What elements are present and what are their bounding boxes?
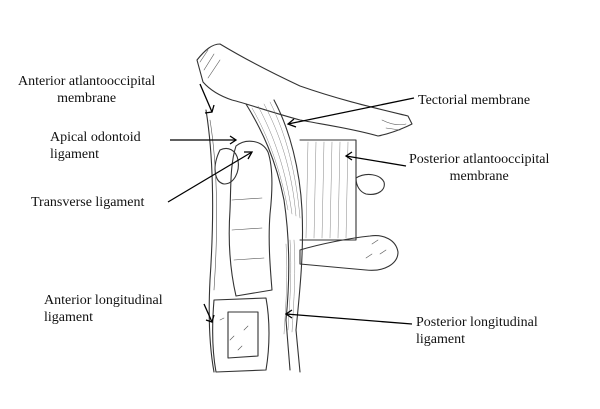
label-line: Apical odontoid — [50, 130, 141, 145]
label-line: Transverse ligament — [31, 195, 145, 210]
leader-lines — [167, 83, 415, 325]
occipital-bone — [196, 43, 413, 137]
label-line: Posterior atlantooccipital — [409, 152, 550, 167]
label-anterior-atlantooccipital: Anterior atlantooccipital membrane — [18, 73, 155, 107]
label-line: Tectorial membrane — [418, 93, 531, 108]
label-line: Posterior longitudinal — [416, 315, 538, 330]
vertebral-column — [205, 109, 273, 373]
label-line: Anterior longitudinal — [44, 293, 163, 308]
label-posterior-atlantooccipital: Posterior atlantooccipital membrane — [409, 151, 549, 185]
label-line: ligament — [416, 332, 465, 347]
label-line: Anterior atlantooccipital — [18, 74, 156, 89]
tectorial-band — [245, 99, 304, 373]
label-transverse: Transverse ligament — [31, 194, 144, 211]
label-line: membrane — [57, 91, 117, 106]
label-line: ligament — [50, 147, 99, 162]
label-posterior-longitudinal: Posterior longitudinal ligament — [416, 314, 538, 348]
label-line: membrane — [449, 169, 509, 184]
label-tectorial: Tectorial membrane — [418, 92, 530, 109]
label-anterior-longitudinal: Anterior longitudinal ligament — [44, 292, 163, 326]
label-apical-odontoid: Apical odontoid ligament — [50, 129, 141, 163]
posterior-arch — [299, 139, 399, 271]
label-line: ligament — [44, 310, 93, 325]
